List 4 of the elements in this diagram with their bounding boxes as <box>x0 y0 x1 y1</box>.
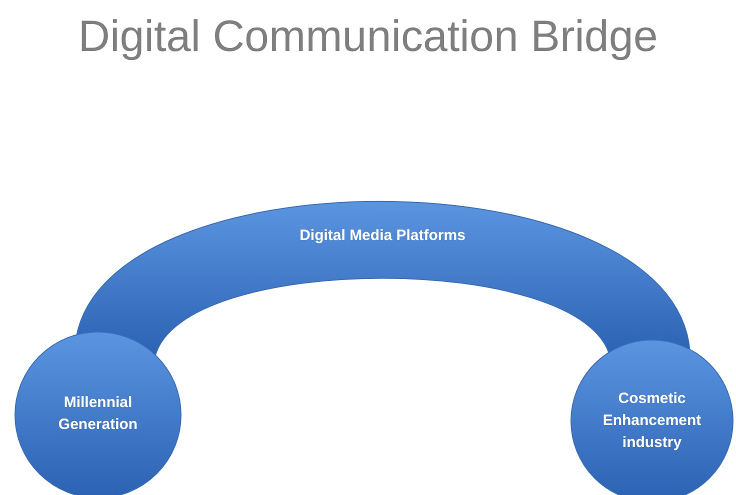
node-label: Digital Media Platforms <box>298 226 466 246</box>
node-label: Millennial Generation <box>57 393 139 435</box>
node-label: Cosmetic Enhancement industry <box>602 389 702 453</box>
diagram-title: Digital Communication Bridge <box>77 12 659 62</box>
